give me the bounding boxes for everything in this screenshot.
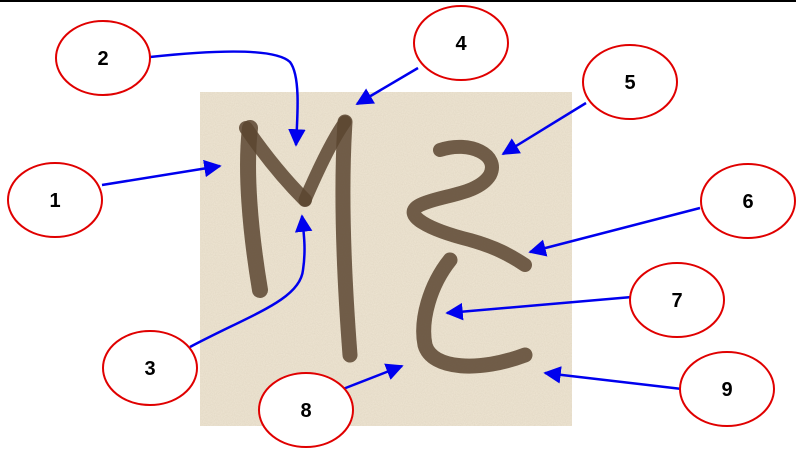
callout-label: 9 [721,379,732,401]
callout-6: 6 [701,164,795,238]
callout-label: 2 [97,48,108,70]
callout-8: 8 [259,373,353,447]
callout-2: 2 [56,21,150,95]
callout-9: 9 [680,352,774,426]
callout-3: 3 [103,331,197,405]
callout-label: 3 [144,358,155,380]
callout-label: 1 [49,190,60,212]
callout-7: 7 [630,263,724,337]
callout-4: 4 [414,6,508,80]
callout-1: 1 [8,163,102,237]
callout-5: 5 [583,45,677,119]
callout-label: 4 [455,33,467,55]
callout-label: 7 [671,290,682,312]
callout-label: 5 [624,72,635,94]
callout-label: 6 [742,191,753,213]
callout-label: 8 [300,400,311,422]
handwriting-image [200,92,572,426]
